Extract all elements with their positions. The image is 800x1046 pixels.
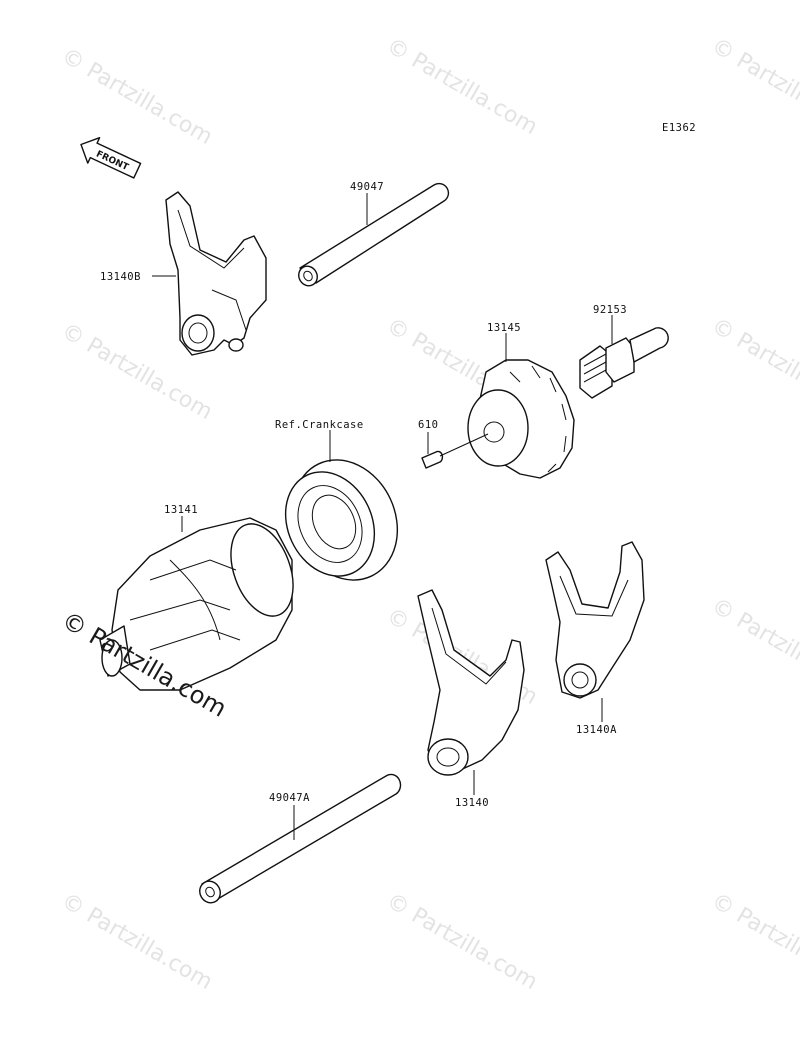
watermark: © Partzilla.com	[707, 34, 800, 141]
callout-13145: 13145	[487, 322, 521, 334]
bearing-crankcase-ref	[284, 459, 399, 581]
watermark: © Partzilla.com	[57, 44, 217, 151]
shift-fork-shaft-upper	[298, 182, 450, 287]
watermark: © Partzilla.com	[382, 34, 542, 141]
watermark: © Partzilla.com	[707, 594, 800, 701]
front-arrow-icon: FRONT	[80, 137, 142, 179]
watermark: © Partzilla.com	[57, 889, 217, 996]
callout-610: 610	[418, 419, 438, 431]
callout-92153: 92153	[593, 304, 627, 316]
callout-13140b: 13140B	[100, 271, 141, 283]
watermark: © Partzilla.com	[707, 889, 800, 996]
diagram-code: E1362	[662, 122, 696, 134]
shift-fork-shaft-lower	[199, 773, 402, 904]
callout-49047: 49047	[350, 181, 384, 193]
shift-fork-13140a	[545, 541, 645, 699]
callout-ref-crankcase: Ref.Crankcase	[275, 419, 364, 431]
callout-13140: 13140	[455, 797, 489, 809]
watermark: © Partzilla.com	[382, 889, 542, 996]
callout-13141: 13141	[164, 504, 198, 516]
stopper-bolt-92153	[579, 327, 669, 399]
shift-fork-13140	[417, 589, 525, 776]
pin-610	[421, 433, 489, 469]
shift-drum-operating-plate-13145	[467, 359, 575, 479]
watermark: © Partzilla.com	[707, 314, 800, 421]
callout-13140a: 13140A	[576, 724, 617, 736]
shift-drum-13141	[99, 517, 294, 691]
shift-fork-13140b	[165, 191, 267, 356]
callout-49047a: 49047A	[269, 792, 310, 804]
